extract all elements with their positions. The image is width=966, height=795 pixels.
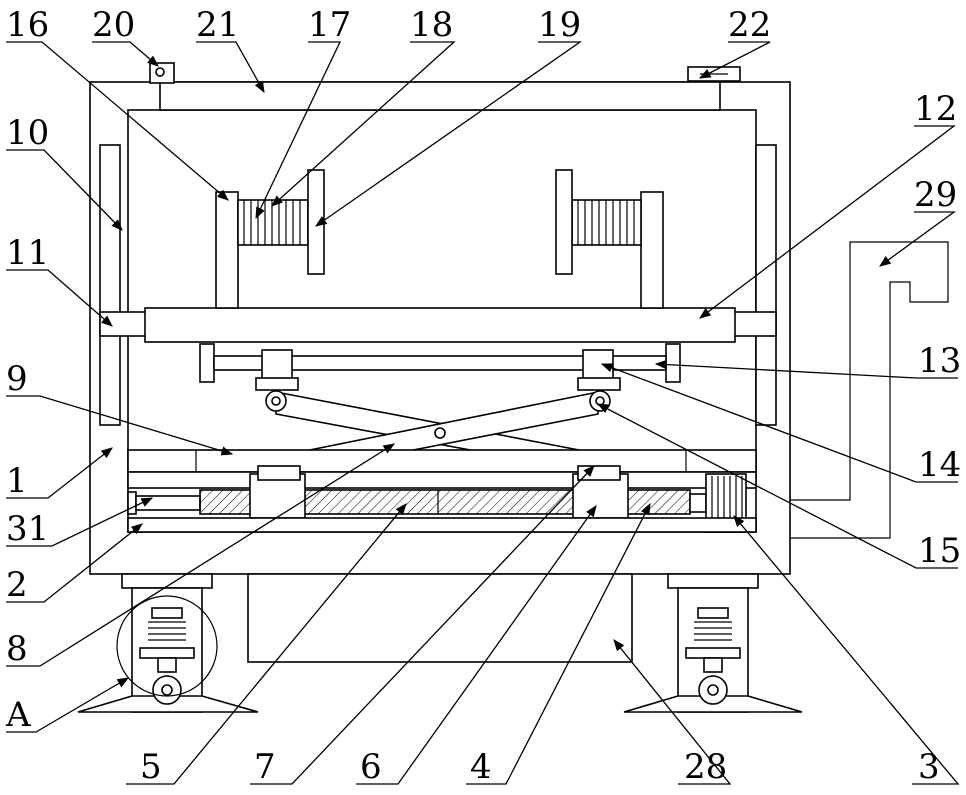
bottom-box xyxy=(248,574,632,662)
callout-22: 22 xyxy=(728,5,771,45)
callout-9: 9 xyxy=(6,359,28,399)
callout-8: 8 xyxy=(6,629,28,669)
callout-10: 10 xyxy=(6,113,49,153)
lifting-plate xyxy=(145,308,735,342)
right-leg xyxy=(624,574,802,712)
callout-15: 15 xyxy=(918,531,961,571)
callout-16: 16 xyxy=(6,5,49,45)
callout-19: 19 xyxy=(538,5,581,45)
callout-29: 29 xyxy=(914,175,957,215)
callout-28: 28 xyxy=(684,747,727,787)
callout-2: 2 xyxy=(6,565,28,605)
callout-1: 1 xyxy=(6,461,28,501)
callout-21: 21 xyxy=(196,5,239,45)
base-plate xyxy=(128,518,756,532)
callout-A: A xyxy=(5,695,31,735)
callout-13: 13 xyxy=(918,341,961,381)
callout-4: 4 xyxy=(470,747,492,787)
side-pipe xyxy=(790,242,948,538)
callout-12: 12 xyxy=(914,89,957,129)
callout-20: 20 xyxy=(92,5,135,45)
callout-7: 7 xyxy=(254,747,276,787)
callout-31: 31 xyxy=(6,509,49,549)
lower-frame xyxy=(128,450,756,488)
callout-3: 3 xyxy=(918,747,940,787)
callout-11: 11 xyxy=(6,233,49,273)
callout-18: 18 xyxy=(410,5,453,45)
callout-14: 14 xyxy=(918,445,961,485)
callout-5: 5 xyxy=(140,747,162,787)
callout-17: 17 xyxy=(308,5,351,45)
callout-6: 6 xyxy=(360,747,382,787)
